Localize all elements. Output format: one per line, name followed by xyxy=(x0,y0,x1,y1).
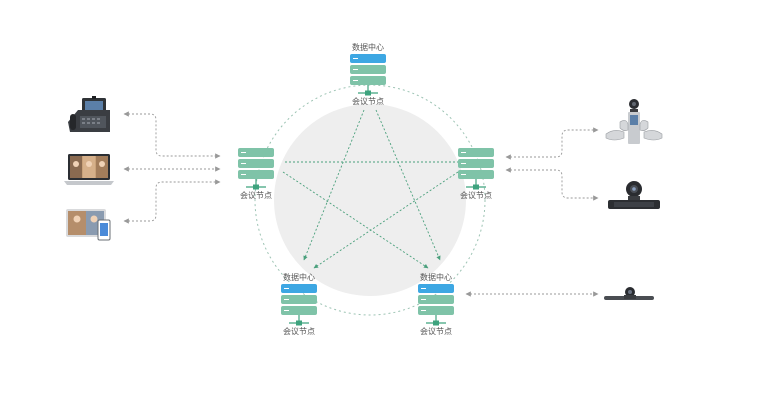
ptz-video-camera-icon xyxy=(608,181,660,209)
server-unit xyxy=(281,295,317,304)
right-device-links xyxy=(465,127,599,297)
mesh-links xyxy=(282,109,459,269)
inner-circle xyxy=(274,104,466,296)
node-left: 会议节点 xyxy=(238,148,274,200)
server-unit xyxy=(350,65,386,74)
server-unit xyxy=(418,306,454,315)
server-unit xyxy=(238,159,274,168)
node-top: 数据中心 会议节点 xyxy=(350,42,386,106)
mesh-link xyxy=(282,171,429,269)
laptop-video-call-icon xyxy=(64,154,114,185)
server-unit xyxy=(281,306,317,315)
tablet-video-call-icon xyxy=(66,209,111,241)
left-device-links xyxy=(123,111,221,224)
node-right-caption: 会议节点 xyxy=(460,190,492,200)
server-unit xyxy=(238,170,274,179)
device-link xyxy=(123,111,221,159)
server-unit xyxy=(418,295,454,304)
node-bottom-right-caption: 会议节点 xyxy=(420,326,452,336)
device-link xyxy=(123,179,221,224)
server-unit xyxy=(281,284,317,293)
mesh-link xyxy=(375,109,441,261)
server-unit xyxy=(350,76,386,85)
node-left-caption: 会议节点 xyxy=(240,190,272,200)
node-right: 会议节点 xyxy=(458,148,494,200)
ip-video-phone-icon xyxy=(68,96,110,132)
node-bottom-right-title: 数据中心 xyxy=(420,272,452,282)
server-unit xyxy=(418,284,454,293)
device-link xyxy=(505,167,599,201)
device-link xyxy=(505,127,599,160)
node-bottom-right: 数据中心 会议节点 xyxy=(418,272,454,336)
server-unit xyxy=(238,148,274,157)
mesh-link xyxy=(303,109,365,261)
conference-phone-camera-icon xyxy=(605,99,663,144)
video-bar-camera-icon xyxy=(604,287,654,300)
node-bottom-left-title: 数据中心 xyxy=(283,272,315,282)
server-unit xyxy=(458,148,494,157)
server-unit xyxy=(458,159,494,168)
mesh-link xyxy=(313,171,459,269)
node-bottom-left-caption: 会议节点 xyxy=(283,326,315,336)
server-unit xyxy=(458,170,494,179)
server-unit xyxy=(350,54,386,63)
node-bottom-left: 数据中心 会议节点 xyxy=(281,272,317,336)
node-top-caption: 会议节点 xyxy=(352,96,384,106)
node-top-title: 数据中心 xyxy=(352,42,384,52)
